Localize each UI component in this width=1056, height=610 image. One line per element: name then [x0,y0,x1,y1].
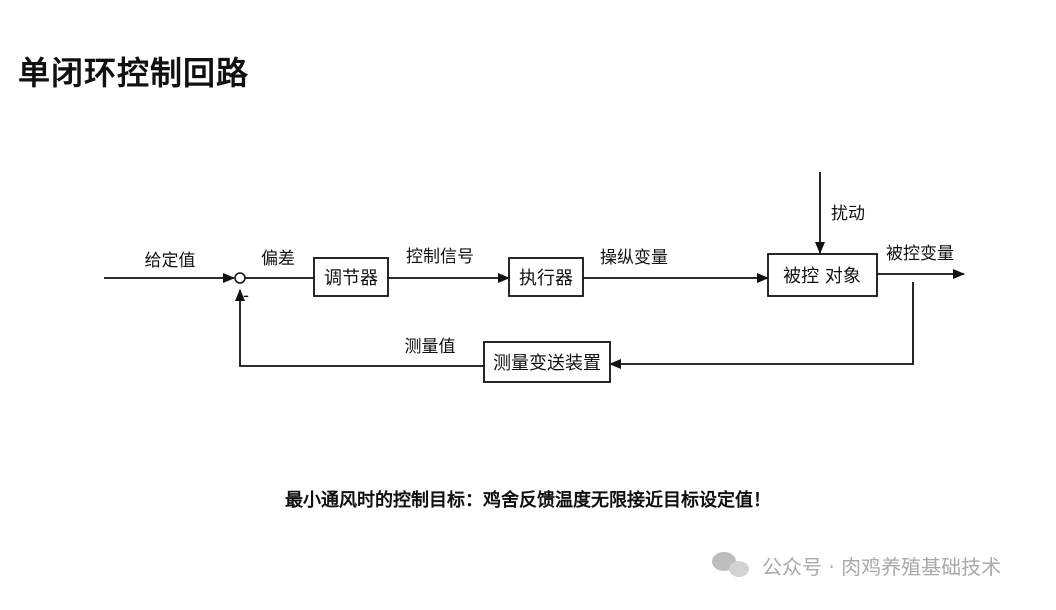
controlled-variable-label: 被控变量 [886,244,954,264]
error-label: 偏差 [261,249,295,269]
feedback-line-right [609,282,914,369]
controller-label: 调节器 [324,268,378,289]
watermark: 公众号 · 肉鸡养殖基础技术 [712,550,1001,580]
plant-block [767,253,878,297]
control-signal-label: 控制信号 [406,247,474,267]
setpoint-label: 给定值 [145,251,196,271]
manipulated-variable-label: 操纵变量 [600,248,668,268]
minus-sign: - [243,286,249,306]
sensor-block [483,341,611,383]
summing-junction [234,272,246,284]
plant-label: 被控 对象 [783,266,861,287]
feedback-line-left [235,289,484,367]
page-title: 单闭环控制回路 [18,54,250,92]
measured-value-label: 测量值 [405,337,456,357]
watermark-text: 公众号 · 肉鸡养殖基础技术 [762,554,1002,579]
control-goal-caption: 最小通风时的控制目标：鸡舍反馈温度无限接近目标设定值！ [285,490,771,511]
wechat-icon [712,550,752,580]
sensor-label: 测量变送装置 [493,353,601,374]
actuator-block [508,257,584,297]
controller-block [313,257,389,297]
actuator-label: 执行器 [519,268,573,289]
disturbance-label: 扰动 [831,204,865,224]
